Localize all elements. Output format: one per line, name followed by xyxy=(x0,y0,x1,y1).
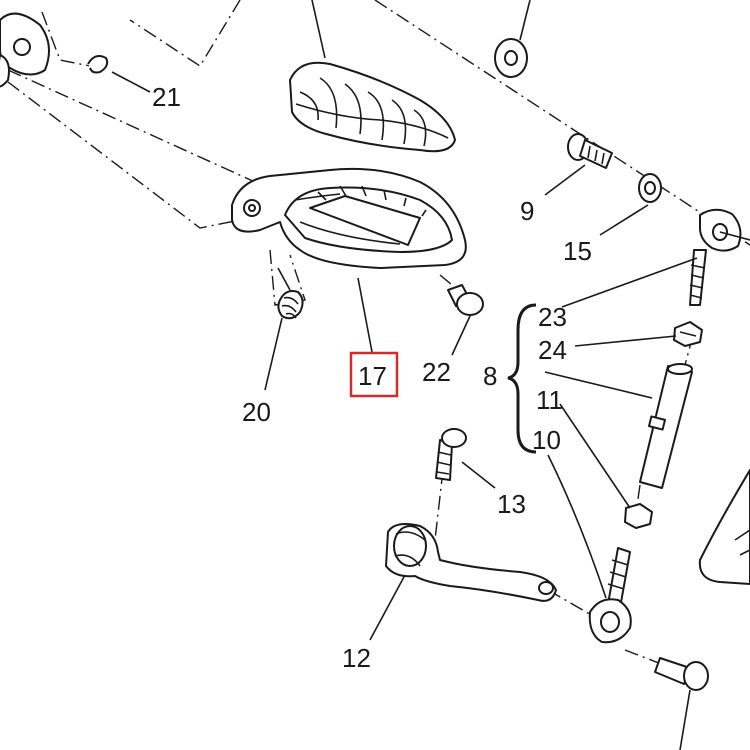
callout-13: 13 xyxy=(497,489,526,519)
bolt-13 xyxy=(435,428,496,489)
callout-labels: 21 9 15 23 24 8 11 10 22 20 13 12 17 xyxy=(152,82,592,673)
turnbuckle-rod-11 xyxy=(544,363,693,489)
footpeg-rubber-pad xyxy=(289,0,456,153)
lever-12 xyxy=(369,523,557,641)
circlip-21 xyxy=(87,55,151,93)
callout-22: 22 xyxy=(422,357,451,387)
bolt-9 xyxy=(544,133,613,196)
bolt-lower xyxy=(654,657,709,750)
washer-15 xyxy=(599,173,662,236)
rod-end-10 xyxy=(547,454,632,644)
callout-8: 8 xyxy=(483,361,497,391)
callout-23: 23 xyxy=(538,302,567,332)
washer-top xyxy=(494,0,531,78)
frame-bracket-top-left xyxy=(0,12,50,88)
callout-9: 9 xyxy=(520,196,534,226)
spring-20 xyxy=(264,267,304,391)
rod-end-23 xyxy=(561,208,750,308)
callout-17: 17 xyxy=(358,361,387,391)
assembly-axis-lines xyxy=(7,0,750,676)
nut-24 xyxy=(574,321,703,347)
frame-edge-lower-right xyxy=(698,469,750,585)
footpeg-17 xyxy=(231,167,467,353)
highlight-box-17 xyxy=(349,351,399,398)
callout-12: 12 xyxy=(342,643,371,673)
bolt-22 xyxy=(447,284,484,356)
callout-20: 20 xyxy=(242,397,271,427)
callout-15: 15 xyxy=(563,236,592,266)
callout-11: 11 xyxy=(536,385,563,415)
callout-21: 21 xyxy=(152,82,181,112)
nut-lower xyxy=(559,403,653,529)
group-bracket-8 xyxy=(507,303,537,454)
callout-10: 10 xyxy=(532,425,561,455)
callout-24: 24 xyxy=(538,335,567,365)
